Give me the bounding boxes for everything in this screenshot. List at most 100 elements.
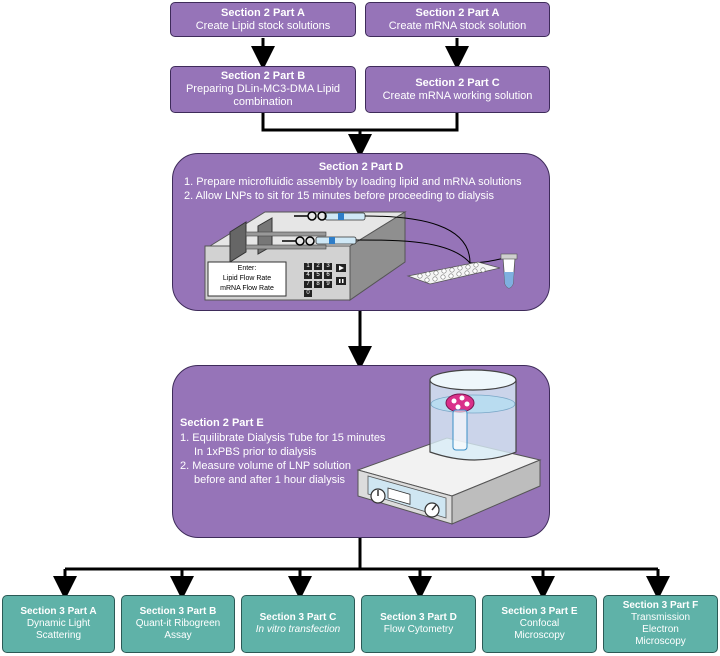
keypad-key-label: 8 xyxy=(316,281,320,287)
box-text: Create mRNA working solution xyxy=(382,89,533,102)
knob-pointer xyxy=(431,504,437,511)
box-text-line2: combination xyxy=(233,96,293,108)
pump-screen-line3: mRNA Flow Rate xyxy=(220,285,274,292)
box-text-line1: Dynamic Light xyxy=(26,618,91,629)
box-title: Section 3 Part F xyxy=(622,600,699,611)
box-text-line2: Microscopy xyxy=(514,630,565,641)
box-mrna-working: Section 2 Part C Create mRNA working sol… xyxy=(365,66,550,113)
microfluidic-chip xyxy=(406,261,501,285)
chip-wells xyxy=(417,262,486,283)
box-text-line1: Preparing DLin-MC3-DMA Lipid xyxy=(185,83,341,95)
keypad-key-label: 1 xyxy=(306,263,310,269)
valve-ring xyxy=(317,211,327,221)
part-d-step2: 2. Allow LNPs to sit for 15 minutes befo… xyxy=(184,190,494,202)
pump-screen-line2: Lipid Flow Rate xyxy=(222,275,272,282)
box-mrna-stock: Section 2 Part A Create mRNA stock solut… xyxy=(365,2,550,37)
part-d-title: Section 2 Part D xyxy=(318,161,404,173)
keypad-key xyxy=(324,263,332,270)
box-text-line1: In vitro transfection xyxy=(255,624,341,635)
keypad-key xyxy=(324,281,332,288)
part-e-step2b: before and after 1 hour dialysis xyxy=(194,474,346,486)
keypad-key xyxy=(304,281,312,288)
pusher-block-1 xyxy=(229,221,247,263)
box-section3-part-b: Section 3 Part B Quant-it Ribogreen Assa… xyxy=(121,595,235,653)
box-title: Section 3 Part A xyxy=(20,606,97,617)
keypad-key xyxy=(304,272,312,279)
float-hole xyxy=(451,398,457,404)
keypad-key-label: 2 xyxy=(316,263,320,269)
box-section3-part-e: Section 3 Part E Confocal Microscopy xyxy=(482,595,597,653)
rail xyxy=(245,231,327,237)
box-lipid-stock: Section 2 Part A Create Lipid stock solu… xyxy=(170,2,356,37)
keypad-key xyxy=(304,263,312,270)
keypad-key xyxy=(314,263,322,270)
box-title: Section 2 Part A xyxy=(221,6,305,19)
stir-plate-side xyxy=(451,459,541,525)
keypad-key-label: 9 xyxy=(326,281,330,287)
box-title: Section 3 Part C xyxy=(259,612,337,623)
pump-keypad xyxy=(304,263,332,297)
tube-liquid xyxy=(504,272,514,288)
keypad-key xyxy=(304,290,312,297)
box-text-line1: Confocal xyxy=(519,618,560,629)
box-section3-part-c: Section 3 Part C In vitro transfection xyxy=(241,595,355,653)
box-text: Create Lipid stock solutions xyxy=(195,19,331,32)
part-e-step2a: 2. Measure volume of LNP solution xyxy=(180,460,351,472)
box-section3-part-d: Section 3 Part D Flow Cytometry xyxy=(361,595,476,653)
keypad-key xyxy=(324,272,332,279)
keypad-key xyxy=(314,272,322,279)
box-text-line2: Assay xyxy=(164,630,192,641)
part-d-step1: 1. Prepare microfluidic assembly by load… xyxy=(184,176,522,188)
valve-ring xyxy=(305,236,315,246)
syringe-plunger-2 xyxy=(329,237,335,244)
tubing-lipid xyxy=(364,215,471,264)
box-title: Section 3 Part D xyxy=(380,612,457,623)
keypad-key-label: 6 xyxy=(326,272,330,278)
box-section3-part-f: Section 3 Part F Transmission Electron M… xyxy=(603,595,718,653)
pause-icon xyxy=(342,279,344,283)
box-text-line1: Flow Cytometry xyxy=(383,624,454,635)
keypad-key-label: 0 xyxy=(306,290,310,296)
dialysis-cassette xyxy=(452,409,468,451)
box-text: Create mRNA stock solution xyxy=(388,19,527,32)
box-title: Section 2 Part B xyxy=(220,70,306,82)
pump-side xyxy=(349,211,406,301)
float-hole xyxy=(455,404,461,410)
pause-icon xyxy=(339,279,341,283)
box-title: Section 2 Part C xyxy=(415,76,500,89)
box-text-line2: Electron xyxy=(642,624,679,635)
keypad-key-label: 7 xyxy=(306,281,310,287)
box-lipid-combination: Section 2 Part B Preparing DLin-MC3-DMA … xyxy=(170,66,356,113)
play-icon xyxy=(339,265,344,271)
beaker-rim xyxy=(429,369,517,391)
box-section3-part-a: Section 3 Part A Dynamic Light Scatterin… xyxy=(2,595,115,653)
box-text-line1: Transmission xyxy=(630,612,691,623)
temperature-display xyxy=(387,487,411,505)
keypad-key-label: 3 xyxy=(326,263,330,269)
float-hole xyxy=(459,395,465,401)
box-text-line2: Scattering xyxy=(35,630,82,641)
part-e-title: Section 2 Part E xyxy=(180,417,264,429)
box-text-line1: Quant-it Ribogreen xyxy=(135,618,221,629)
box-text-line3: Microscopy xyxy=(635,636,686,647)
box-title: Section 3 Part B xyxy=(139,606,217,617)
pump-pause-button xyxy=(336,277,346,285)
pump-screen-line1: Enter: xyxy=(237,265,257,272)
keypad-key-label: 5 xyxy=(316,272,320,278)
tube-cap xyxy=(500,253,518,260)
part-e-step1a: 1. Equilibrate Dialysis Tube for 15 minu… xyxy=(180,432,386,444)
box-title: Section 3 Part E xyxy=(501,606,578,617)
box-title: Section 2 Part A xyxy=(415,6,500,19)
keypad-key-label: 4 xyxy=(306,272,310,278)
part-e-step1b: In 1xPBS prior to dialysis xyxy=(194,446,317,458)
float-hole xyxy=(464,401,470,407)
syringe-plunger-1 xyxy=(338,213,344,220)
rail xyxy=(245,244,327,250)
keypad-key xyxy=(314,281,322,288)
beaker xyxy=(429,380,517,461)
tubing-mrna xyxy=(355,239,471,264)
pump-screen xyxy=(207,261,287,297)
